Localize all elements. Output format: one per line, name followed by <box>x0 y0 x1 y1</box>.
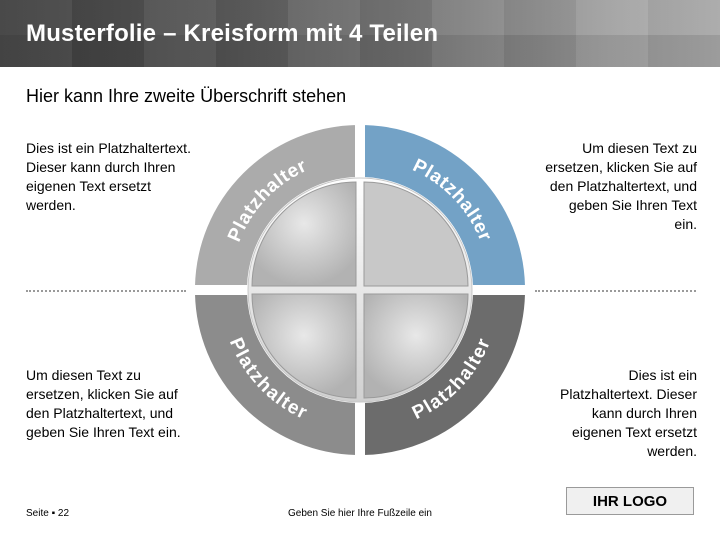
header-bar <box>0 0 720 67</box>
slide-subtitle: Hier kann Ihre zweite Überschrift stehen <box>26 86 347 106</box>
text-line: Dieser kann durch Ihren <box>26 159 176 175</box>
text-line: werden. <box>647 443 697 459</box>
footer-text: Geben Sie hier Ihre Fußzeile ein <box>288 508 432 519</box>
inner-quadrant-top-left <box>251 181 357 287</box>
logo-placeholder: IHR LOGO <box>566 487 694 515</box>
text-line: kann durch Ihren <box>591 405 697 421</box>
page-number: Seite ▪ 22 <box>26 508 70 519</box>
text-block-top-left: Dies ist ein Platzhaltertext. Dieser kan… <box>26 139 226 215</box>
text-line: werden. <box>26 197 76 213</box>
inner-quadrant-bottom-left <box>251 293 357 399</box>
circle-diagram: Platzhalter Platzhalter Platzhalter Plat… <box>192 122 528 458</box>
text-line: den Platzhaltertext, und <box>549 178 697 194</box>
text-block-top-right: Um diesen Text zu ersetzen, klicken Sie … <box>515 139 697 234</box>
text-block-bottom-right: Dies ist ein Platzhaltertext. Dieser kan… <box>515 366 697 461</box>
text-line: Um diesen Text zu <box>26 367 141 383</box>
text-line: Dies ist ein Platzhaltertext. <box>26 140 191 156</box>
logo-text: IHR LOGO <box>592 492 668 510</box>
inner-quadrant-top-right <box>363 181 469 287</box>
text-line: geben Sie Ihren Text <box>568 197 697 213</box>
text-line: eigenen Text ersetzt <box>26 178 152 194</box>
text-line: Dies ist ein <box>628 367 697 383</box>
slide-title: Musterfolie – Kreisform mit 4 Teilen <box>26 20 439 47</box>
text-line: eigenen Text ersetzt <box>571 424 697 440</box>
text-line: ersetzen, klicken Sie auf <box>26 386 178 402</box>
inner-quadrant-bottom-right <box>363 293 469 399</box>
text-line: Um diesen Text zu <box>582 140 697 156</box>
text-line: geben Sie Ihren Text ein. <box>26 424 181 440</box>
text-block-bottom-left: Um diesen Text zu ersetzen, klicken Sie … <box>26 366 226 442</box>
header-pattern <box>0 0 720 67</box>
dotted-divider-left <box>26 290 186 292</box>
text-line: Platzhaltertext. Dieser <box>560 386 697 402</box>
dotted-divider-right <box>535 290 696 292</box>
text-line: ersetzen, klicken Sie auf <box>545 159 697 175</box>
inner-ring <box>247 177 473 403</box>
text-line: ein. <box>674 216 697 232</box>
text-line: den Platzhaltertext, und <box>26 405 174 421</box>
